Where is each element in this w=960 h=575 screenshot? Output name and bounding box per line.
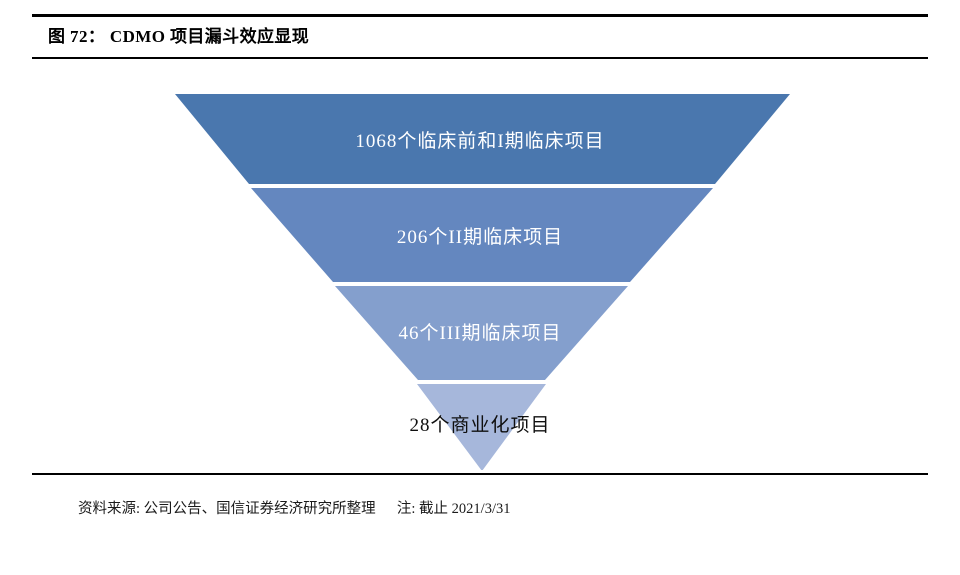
figure-top-rule xyxy=(32,14,928,17)
funnel-label-3: 46个III期临床项目 xyxy=(398,323,562,344)
funnel-label-2: 206个II期临床项目 xyxy=(396,227,564,248)
funnel-chart: 1068个临床前和I期临床项目 206个II期临床项目 46个III期临床项目 … xyxy=(32,60,928,470)
funnel-segment-2[interactable] xyxy=(251,188,713,282)
date-note-text: 注: 截止 2021/3/31 xyxy=(396,501,511,517)
funnel-label-4: 28个商业化项目 xyxy=(409,415,551,436)
funnel-segment-4[interactable] xyxy=(417,384,546,470)
source-text: 资料来源: 公司公告、国信证券经济研究所整理 xyxy=(78,501,376,517)
figure-footnote: 资料来源: 公司公告、国信证券经济研究所整理 注: 截止 2021/3/31 xyxy=(78,497,511,518)
figure-bottom-rule xyxy=(32,473,928,475)
figure-container: 图 72： CDMO 项目漏斗效应显现 1068个临床前和I期临床项目 206个… xyxy=(32,14,928,517)
funnel-segment-3[interactable] xyxy=(335,286,628,380)
figure-title: 图 72： CDMO 项目漏斗效应显现 xyxy=(48,27,310,46)
funnel-shape-group xyxy=(175,94,790,470)
funnel-segment-1[interactable] xyxy=(175,94,790,184)
figure-title-rule xyxy=(32,57,928,59)
funnel-label-1: 1068个临床前和I期临床项目 xyxy=(355,131,605,152)
